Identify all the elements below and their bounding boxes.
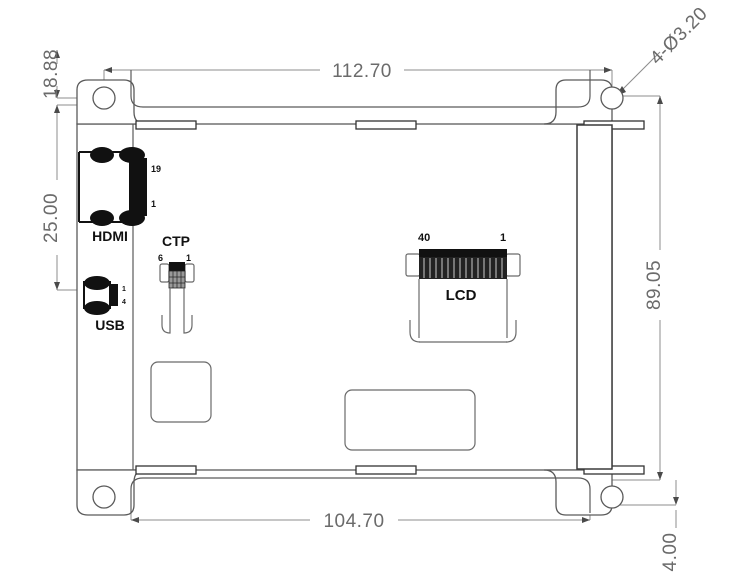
dimension-arrowheads	[54, 50, 679, 523]
hdmi-label: HDMI	[92, 228, 128, 244]
connector-ctp: CTP 6 1	[158, 233, 195, 334]
dim-left-top-offset: 18.88	[41, 49, 62, 99]
hole-callout-text: 4-Ø3.20	[646, 3, 712, 69]
hdmi-pin-1: 1	[151, 199, 156, 209]
mounting-holes	[92, 86, 624, 509]
lcd-pin-40: 40	[418, 232, 430, 244]
connector-lcd: 40 1 LCD	[405, 232, 521, 343]
bottom-bracket-plate	[130, 477, 591, 513]
dim-left-mid-span: 25.00	[41, 193, 62, 243]
footprint-square	[150, 361, 212, 423]
ctp-pin-1: 1	[186, 253, 191, 263]
dim-top-width: 112.70	[332, 61, 392, 82]
usb-label: USB	[95, 317, 125, 333]
top-bracket-plate	[130, 70, 591, 108]
dim-bottom-right-offset: 4.00	[660, 533, 681, 572]
footprint-rect	[344, 389, 476, 451]
ctp-pin-6: 6	[158, 253, 163, 263]
dim-bottom-width: 104.70	[323, 511, 384, 532]
usb-pin-1: 1	[122, 286, 126, 293]
hdmi-pin-19: 19	[151, 164, 161, 174]
lcd-label: LCD	[446, 287, 477, 304]
board-outline	[76, 79, 613, 516]
edge-tabs-bottom	[135, 465, 645, 475]
ctp-label: CTP	[162, 233, 190, 249]
component-footprints	[150, 361, 476, 451]
right-edge-strip	[576, 124, 613, 470]
usb-pin-4: 4	[122, 299, 126, 306]
connector-hdmi: 19 1 HDMI	[78, 147, 161, 244]
lcd-pin-1: 1	[500, 232, 506, 244]
connector-usb: 1 4 USB	[83, 276, 126, 333]
dim-right-height: 89.05	[644, 260, 665, 310]
